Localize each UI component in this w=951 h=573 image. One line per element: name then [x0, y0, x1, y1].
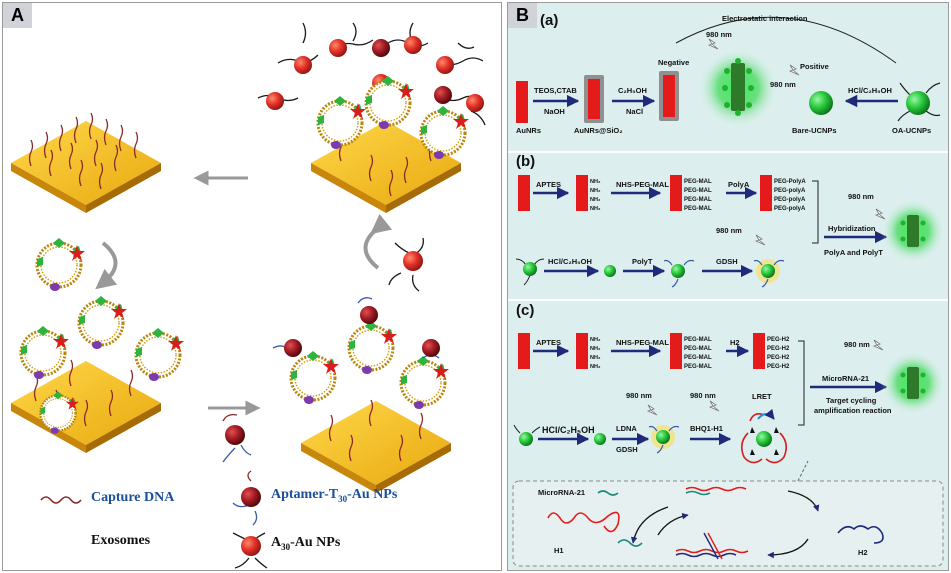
- svg-text:980 nm: 980 nm: [706, 30, 732, 39]
- svg-text:NH₂: NH₂: [590, 179, 601, 185]
- cycling-inset: [512, 480, 944, 567]
- svg-text:980 nm: 980 nm: [770, 80, 796, 89]
- label-nacl: NaCl: [626, 107, 643, 116]
- label-oa-ucnps: OA-UCNPs: [892, 126, 931, 135]
- legend-aptamer-np: Aptamer-T30-Au NPs: [271, 487, 398, 504]
- label-aunrs-sio2: AuNRs@SiO₂: [574, 126, 623, 135]
- svg-text:BHQ1-H1: BHQ1-H1: [690, 424, 723, 433]
- svg-text:NH₂: NH₂: [590, 355, 601, 361]
- label-positive: Positive: [800, 62, 829, 71]
- svg-text:NH₂: NH₂: [590, 206, 601, 212]
- svg-text:PEG-PolyA: PEG-PolyA: [774, 179, 806, 185]
- panel-b-diagram: AuNRs AuNRs@SiO₂ Bare-UCNPs OA-UCNPs TEO…: [508, 3, 948, 570]
- svg-text:NH₂: NH₂: [590, 364, 601, 370]
- svg-text:PEG-H2: PEG-H2: [767, 364, 790, 370]
- legend-exosomes: Exosomes: [91, 533, 151, 548]
- panel-a: A: [2, 2, 502, 571]
- panel-a-diagram: [11, 22, 486, 569]
- svg-text:PEG-polyA: PEG-polyA: [774, 197, 806, 203]
- svg-text:NH₂: NH₂: [590, 337, 601, 343]
- aptamer-np-bound: [272, 297, 440, 359]
- svg-text:PolyA and PolyT: PolyA and PolyT: [824, 248, 883, 257]
- a30-np-icon: [232, 532, 268, 569]
- label-negative: Negative: [658, 58, 689, 67]
- svg-text:APTES: APTES: [536, 180, 561, 189]
- svg-text:amplification reaction: amplification reaction: [814, 406, 892, 415]
- label-teos: TEOS,CTAB: [534, 86, 577, 95]
- svg-text:PolyA: PolyA: [728, 180, 750, 189]
- gold-chip-clean: [11, 112, 161, 213]
- panel-b-label: B: [508, 3, 537, 28]
- panel-b: AuNRs AuNRs@SiO₂ Bare-UCNPs OA-UCNPs TEO…: [507, 2, 949, 571]
- svg-text:PEG-H2: PEG-H2: [767, 337, 790, 343]
- svg-text:PEG-MAL: PEG-MAL: [684, 188, 712, 194]
- a30-np-free: [388, 237, 424, 292]
- lret-complex: [740, 408, 788, 464]
- svg-text:NH₂: NH₂: [590, 188, 601, 194]
- label-naoh: NaOH: [544, 107, 565, 116]
- svg-text:GDSH: GDSH: [616, 445, 638, 454]
- exosome-free: [35, 236, 87, 293]
- label-hcl-a: HCl/C₂H₅OH: [848, 86, 892, 95]
- svg-text:980 nm: 980 nm: [848, 192, 874, 201]
- ucnp-b-1: [515, 258, 545, 286]
- svg-text:PEG-MAL: PEG-MAL: [684, 197, 712, 203]
- label-electrostatic: Electrostatic interaction: [722, 14, 808, 23]
- svg-text:PEG-MAL: PEG-MAL: [684, 179, 712, 185]
- svg-text:980 nm: 980 nm: [690, 391, 716, 400]
- svg-text:PEG-MAL: PEG-MAL: [684, 355, 712, 361]
- label-b: (b): [516, 153, 535, 170]
- svg-text:NHS-PEG-MAL: NHS-PEG-MAL: [616, 338, 669, 347]
- svg-text:PEG-H2: PEG-H2: [767, 355, 790, 361]
- svg-text:NHS-PEG-MAL: NHS-PEG-MAL: [616, 180, 669, 189]
- svg-text:MicroRNA-21: MicroRNA-21: [538, 488, 585, 497]
- svg-text:H1: H1: [554, 546, 564, 555]
- svg-text:H2: H2: [858, 548, 868, 557]
- svg-text:HCl/C₂H₅OH: HCl/C₂H₅OH: [548, 257, 592, 266]
- svg-text:APTES: APTES: [536, 338, 561, 347]
- legend-capture-dna: Capture DNA: [91, 490, 175, 505]
- label-bare-ucnps: Bare-UCNPs: [792, 126, 837, 135]
- label-c: (c): [516, 302, 534, 319]
- label-a: (a): [540, 12, 558, 29]
- curve-arrow-right: [363, 213, 393, 270]
- svg-text:PEG-MAL: PEG-MAL: [684, 206, 712, 212]
- oa-ucnp-icon: [897, 82, 941, 122]
- aptamer-np-icon: [232, 470, 261, 526]
- panel-a-label: A: [3, 3, 32, 28]
- svg-text:PEG-H2: PEG-H2: [767, 346, 790, 352]
- capture-dna-icon: [40, 496, 82, 504]
- np-network: [257, 22, 486, 161]
- svg-text:PEG-MAL: PEG-MAL: [684, 364, 712, 370]
- curve-arrow-left: [95, 241, 118, 290]
- svg-text:980 nm: 980 nm: [844, 340, 870, 349]
- svg-text:Hybridization: Hybridization: [828, 224, 876, 233]
- svg-text:LRET: LRET: [752, 392, 772, 401]
- svg-text:PEG-MAL: PEG-MAL: [684, 346, 712, 352]
- label-c2h5oh: C₂H₅OH: [618, 86, 647, 95]
- svg-text:GDSH: GDSH: [716, 257, 738, 266]
- svg-text:MicroRNA-21: MicroRNA-21: [822, 374, 869, 383]
- svg-text:980 nm: 980 nm: [626, 391, 652, 400]
- svg-text:NH₂: NH₂: [590, 346, 601, 352]
- svg-text:LDNA: LDNA: [616, 424, 637, 433]
- label-hcl-c: HCl/C₂H₅OH: [542, 425, 595, 435]
- aptamer-np-free: [222, 413, 252, 463]
- svg-text:H2: H2: [730, 338, 740, 347]
- svg-text:980 nm: 980 nm: [716, 226, 742, 235]
- svg-text:PolyT: PolyT: [632, 257, 653, 266]
- svg-text:PEG-polyA: PEG-polyA: [774, 206, 806, 212]
- label-aunrs: AuNRs: [516, 126, 541, 135]
- electrostatic-arc: [675, 16, 897, 64]
- svg-text:NH₂: NH₂: [590, 197, 601, 203]
- legend-a30-np: A30-Au NPs: [271, 535, 341, 552]
- svg-text:PEG-MAL: PEG-MAL: [684, 337, 712, 343]
- gold-chip-labeled: [301, 399, 451, 493]
- aunr-icon: [516, 81, 528, 123]
- svg-text:PEG-polyA: PEG-polyA: [774, 188, 806, 194]
- bare-ucnp-icon: [809, 91, 833, 115]
- svg-text:Target cycling: Target cycling: [826, 396, 877, 405]
